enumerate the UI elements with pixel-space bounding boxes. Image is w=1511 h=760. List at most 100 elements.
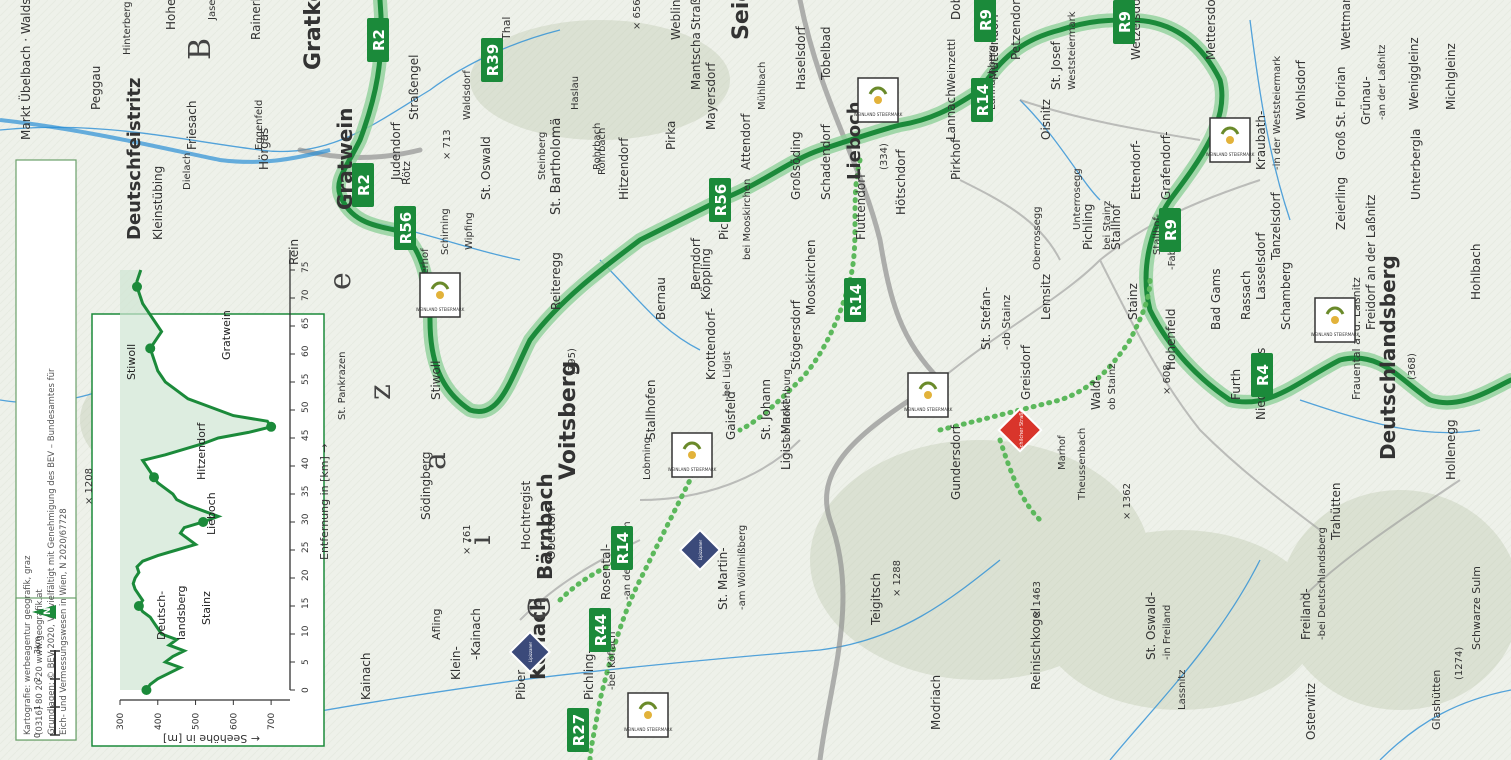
- wine-route-badge[interactable]: WEINLAND STEIERMARK: [1206, 117, 1255, 163]
- place-label: Kainach: [359, 652, 373, 700]
- lipizzaner-sign[interactable]: Lipizzaner: [508, 630, 552, 674]
- place-label: Rosental-: [599, 544, 613, 600]
- place-label: Afling: [430, 609, 443, 640]
- svg-text:WEINLAND STEIERMARK: WEINLAND STEIERMARK: [1206, 152, 1255, 157]
- place-label: Weniggleinz: [1407, 37, 1421, 110]
- route-badge: R56: [709, 178, 731, 222]
- place-label: Haslau: [570, 76, 581, 110]
- place-label: -am Wöllmißberg: [737, 525, 748, 610]
- route-badge: R44: [589, 608, 611, 652]
- wine-route-badge[interactable]: WEINLAND STEIERMARK: [854, 77, 903, 123]
- place-label: Furth: [1229, 369, 1243, 400]
- place-label: St. Bartholomä: [549, 118, 564, 215]
- region-letter: z: [363, 384, 398, 400]
- place-label: Grünau-: [1359, 76, 1373, 125]
- peak-label: × 656: [632, 0, 643, 30]
- place-label: Oisnitz: [1039, 99, 1053, 140]
- place-label: St. Johann: [759, 379, 773, 440]
- place-label: Bärnbach: [533, 473, 557, 580]
- place-label: Lasselsdorf: [1254, 232, 1268, 300]
- profile-x-tick: 70: [301, 289, 311, 301]
- place-label: Großsöding: [789, 131, 803, 200]
- region-letter: e: [323, 272, 358, 290]
- profile-stop-label: Lieboch: [205, 492, 218, 535]
- place-label: Lassnitz: [1177, 670, 1188, 710]
- place-label: Michlgleinz: [1444, 43, 1458, 110]
- place-label: Webling: [669, 0, 683, 40]
- profile-stop: [133, 601, 144, 611]
- wine-route-badge[interactable]: WEINLAND STEIERMARK: [1311, 297, 1360, 343]
- elevation-label: (1274): [1454, 647, 1465, 680]
- route-badge: R2: [367, 18, 389, 62]
- place-label: Modriach: [929, 675, 943, 730]
- place-label: Tobelbad: [819, 26, 833, 81]
- wine-route-badge[interactable]: WEINLAND STEIERMARK: [904, 372, 953, 418]
- wine-route-badge[interactable]: WEINLAND STEIERMARK: [624, 692, 673, 738]
- profile-stop: [198, 517, 209, 527]
- place-label: Grafendorf-: [1159, 131, 1173, 200]
- route-badge: R56: [394, 206, 416, 250]
- place-label: Reiteregg: [549, 252, 563, 310]
- svg-text:R39: R39: [484, 44, 502, 76]
- profile-stop: [141, 685, 152, 695]
- secondary-roads: [519, 99, 1461, 621]
- peak-label: × 1208: [84, 468, 95, 505]
- place-label: Mayersdorf: [704, 62, 718, 130]
- profile-x-tick: 50: [301, 401, 311, 413]
- svg-text:R14: R14: [847, 284, 865, 316]
- svg-text:WEINLAND STEIERMARK: WEINLAND STEIERMARK: [1311, 332, 1360, 337]
- place-label: Attendorf: [739, 113, 753, 170]
- place-label: Ligist Markt: [779, 400, 793, 470]
- place-label: Jasen: [207, 0, 218, 21]
- rivers: [0, 19, 1511, 760]
- place-label: Trahütten: [1329, 483, 1343, 541]
- place-label: Stainz: [1126, 283, 1140, 320]
- profile-x-tick: 40: [301, 457, 311, 469]
- place-label: Meierhof: [420, 248, 431, 292]
- place-label: Hinterberg: [122, 1, 133, 55]
- svg-text:3km: 3km: [33, 636, 42, 654]
- place-label: Mühlbach: [757, 62, 768, 110]
- peak-label: × 1362: [1122, 483, 1133, 520]
- place-label: Freiland-: [1299, 588, 1313, 640]
- profile-y-tick: 600: [229, 713, 239, 730]
- wine-route-badge[interactable]: WEINLAND STEIERMARK: [668, 432, 717, 478]
- place-label: Wettmannstätten: [1339, 0, 1353, 50]
- route-badge: R2: [352, 163, 374, 207]
- svg-text:Lipizzaner: Lipizzaner: [698, 540, 703, 561]
- place-label: Steinberg: [537, 132, 548, 180]
- schilcher-road-sign[interactable]: Schilcher Straße: [997, 407, 1046, 454]
- place-label: Rainerkogel: [249, 0, 263, 40]
- place-label: Lobming: [642, 437, 653, 480]
- svg-text:R56: R56: [712, 184, 730, 216]
- profile-x-tick: 25: [301, 542, 311, 553]
- lipizzaner-sign[interactable]: Lipizzaner: [678, 528, 722, 572]
- place-label: Schadendorf: [819, 123, 833, 200]
- place-label: Hörgas: [257, 128, 271, 170]
- place-label: Stiwoll: [429, 361, 443, 400]
- place-label: Hohlbach: [1469, 244, 1483, 300]
- place-label: ob Hohenburg: [782, 369, 793, 440]
- wine-route-badge[interactable]: WEINLAND STEIERMARK: [416, 272, 465, 318]
- place-label: Unterbergla: [1409, 129, 1423, 200]
- place-label: Eggenfeld: [254, 100, 265, 150]
- svg-text:R9: R9: [1116, 11, 1134, 33]
- top-partial-label: Markt Übelbach · Waldstein: [17, 0, 33, 140]
- place-label: St. Oswald-: [1144, 592, 1158, 660]
- place-label: Seiersberg: [729, 0, 754, 40]
- place-label: St. Stefan-: [979, 287, 993, 350]
- route-badge: R14: [844, 278, 866, 322]
- place-label: Gundersdorf: [949, 424, 963, 500]
- profile-y-label: ← Seehöhe in [m]: [163, 732, 260, 745]
- place-label: -bei Deutschlandsberg: [1317, 527, 1328, 640]
- place-label: Weststeiermark: [1067, 11, 1078, 90]
- place-label: St. Pankrazen: [337, 352, 348, 420]
- credit-line: Grundlagen: © BEV 2020, Vervielfältigt m…: [47, 368, 57, 735]
- place-label: Hötschdorf: [894, 149, 908, 215]
- place-label: Deutschlandsberg: [1376, 255, 1400, 460]
- mur-river: [0, 118, 331, 164]
- place-label: -ob Stainz: [1000, 295, 1013, 350]
- profile-stop-label: Deutsch-: [155, 591, 168, 640]
- place-label: Unterrosegg: [1072, 168, 1083, 230]
